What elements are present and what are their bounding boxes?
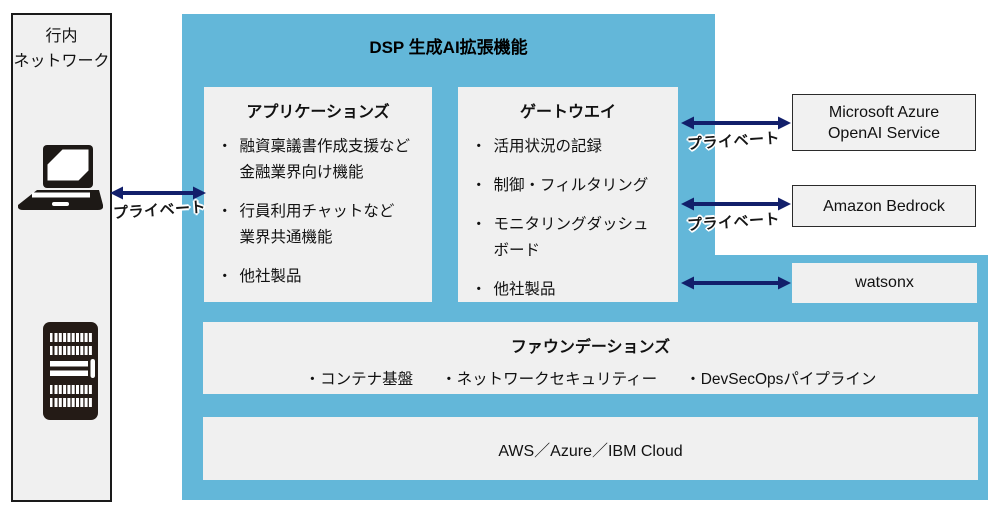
list-item-text: 他社製品 [239,268,302,285]
internal-network-box: 行内 ネットワーク [11,13,112,502]
list-item-text: 活用状況の記録 [493,138,603,155]
list-item: ・ 他社製品 [217,264,424,290]
bedrock-box: Amazon Bedrock [792,185,976,227]
bullet: ・ [217,203,233,220]
gateway-title: ゲートウエイ [519,104,616,121]
azure-openai-box: Microsoft Azure OpenAI Service [792,94,976,151]
internal-network-label: 行内 ネットワーク [13,24,110,74]
watsonx-box: watsonx [792,263,977,303]
list-item-text: 融資稟議書作成支援など 金融業界向け機能 [239,138,411,181]
list-item-text: 制御・フィルタリング [493,177,649,194]
bullet: ・ [471,177,487,194]
double-arrow-icon [681,197,791,211]
list-item-text: 他社製品 [493,281,556,298]
bullet: ・ [471,138,487,155]
dsp-title: DSP 生成AI拡張機能 [369,38,528,57]
list-item-text: 行員利用チャットなど 業界共通機能 [239,203,395,246]
bullet: ・ [471,216,487,233]
list-item: ・ 制御・フィルタリング [471,173,670,199]
bullet: ・ [217,268,233,285]
foundations-box: ファウンデーションズ ・コンテナ基盤 ・ネットワークセキュリティー ・DevSe… [203,322,978,394]
bullet: ・ [471,281,487,298]
bedrock-label: Amazon Bedrock [823,197,945,215]
watsonx-label: watsonx [855,274,914,291]
foundations-item: ・ネットワークセキュリティー [441,371,658,388]
list-item: ・ 他社製品 [471,277,670,303]
double-arrow-icon [681,276,791,290]
azure-openai-label-line2: OpenAI Service [827,124,941,142]
list-item-text: モニタリングダッシュ ボード [493,216,649,259]
foundations-items: ・コンテナ基盤 ・ネットワークセキュリティー ・DevSecOpsパイプライン [203,367,978,389]
list-item: ・ モニタリングダッシュ ボード [471,212,670,264]
bullet: ・ [217,138,233,155]
cloud-label: AWS／Azure／IBM Cloud [498,442,683,460]
foundations-item: ・DevSecOpsパイプライン [685,371,877,388]
server-icon [43,322,98,420]
foundations-title: ファウンデーションズ [510,339,671,356]
double-arrow-icon [681,116,791,130]
laptop-icon [18,145,103,210]
gateway-box: ゲートウエイ ・ 活用状況の記録 ・ 制御・フィルタリング ・ モニタリングダッ… [458,87,678,302]
cloud-box: AWS／Azure／IBM Cloud [203,417,978,480]
applications-box: アプリケーションズ ・ 融資稟議書作成支援など 金融業界向け機能 ・ 行員利用チ… [204,87,432,302]
gateway-list: ・ 活用状況の記録 ・ 制御・フィルタリング ・ モニタリングダッシュ ボード … [458,134,678,303]
internal-network-label-line1: 行内 [45,28,78,45]
applications-title: アプリケーションズ [246,104,390,121]
double-arrow-icon [110,186,206,200]
list-item: ・ 融資稟議書作成支援など 金融業界向け機能 [217,134,424,186]
list-item: ・ 活用状況の記録 [471,134,670,160]
applications-list: ・ 融資稟議書作成支援など 金融業界向け機能 ・ 行員利用チャットなど 業界共通… [204,134,432,290]
foundations-item: ・コンテナ基盤 [304,371,414,388]
list-item: ・ 行員利用チャットなど 業界共通機能 [217,199,424,251]
internal-network-label-line2: ネットワーク [13,53,110,70]
azure-openai-label-line1: Microsoft Azure [828,103,940,121]
